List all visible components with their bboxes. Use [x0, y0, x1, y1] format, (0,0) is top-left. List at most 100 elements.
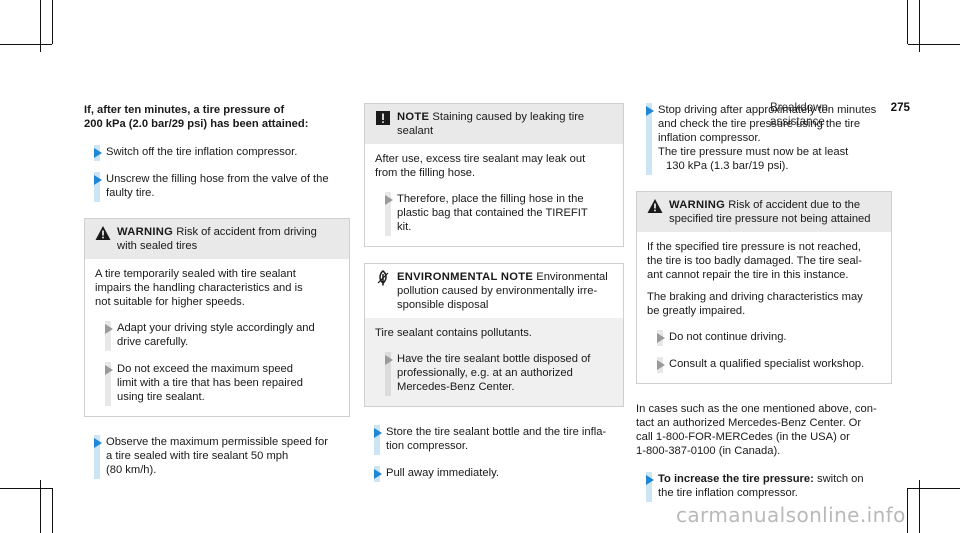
- column-left: If, after ten minutes, a tire pressure o…: [84, 103, 350, 490]
- text-line: After use, excess tire sealant may leak …: [375, 153, 586, 165]
- environment-leaf-icon: [377, 270, 389, 286]
- step-text: Switch off the tire inflation compressor…: [106, 146, 298, 158]
- sub-step: Have the tire sealant bottle disposed of…: [375, 352, 613, 396]
- step-text: using tire sealant.: [117, 391, 205, 403]
- note-text: After use, excess tire sealant may leak …: [375, 152, 613, 180]
- step-text: Consult a qualified specialist workshop.: [669, 358, 865, 370]
- step-arrow-icon: [646, 106, 654, 116]
- crop-mark: [907, 488, 908, 533]
- step-bar: [646, 472, 652, 502]
- crop-mark: [52, 488, 53, 533]
- step-bar: [94, 435, 100, 479]
- environmental-note-title-text: sponsible disposal: [397, 299, 489, 311]
- step-text: kit.: [397, 221, 412, 233]
- instruction-step: Switch off the tire inflation compressor…: [84, 145, 350, 161]
- step-text: Pull away immediately.: [386, 467, 499, 479]
- step-text: professionally, e.g. at an authorized: [397, 367, 573, 379]
- warning-title-text: Risk of accident from driving: [176, 226, 317, 238]
- note-header: NOTE Staining caused by leaking tire sea…: [365, 104, 623, 144]
- step-bold-text: To increase the tire pressure:: [658, 473, 814, 485]
- crop-mark: [919, 480, 920, 533]
- warning-text: The braking and driving characteristics …: [647, 290, 881, 318]
- step-text: Mercedes-Benz Center.: [397, 381, 515, 393]
- environmental-note-header: ENVIRONMENTAL NOTE Environmental polluti…: [365, 264, 623, 318]
- instruction-step: Stop driving after approximately ten min…: [636, 103, 892, 175]
- instruction-step: To increase the tire pressure: switch on…: [636, 472, 892, 502]
- step-text: To increase the tire pressure: switch on: [658, 472, 892, 486]
- text-line: not suitable for higher speeds.: [95, 296, 245, 308]
- note-box: NOTE Staining caused by leaking tire sea…: [364, 103, 624, 247]
- warning-body: If the specified tire pressure is not re…: [637, 232, 891, 383]
- environmental-note-title: ENVIRONMENTAL NOTE Environmental: [375, 270, 613, 284]
- step-text: the tire inflation compressor.: [658, 487, 798, 499]
- watermark: carmanualsonline.info: [676, 503, 906, 527]
- note-exclamation-icon: [376, 111, 390, 125]
- text-line: In cases such as the one mentioned above…: [636, 403, 877, 415]
- text-line: A tire temporarily sealed with tire seal…: [95, 268, 296, 280]
- crop-mark: [908, 488, 960, 489]
- crop-mark: [52, 0, 53, 44]
- step-text: (80 km/h).: [106, 464, 157, 476]
- note-label: NOTE: [397, 111, 430, 123]
- warning-header: WARNING Risk of accident due to the spec…: [637, 192, 891, 232]
- step-text: drive carefully.: [117, 336, 189, 348]
- environmental-note-label: ENVIRONMENTAL NOTE: [397, 271, 534, 283]
- sub-step: Do not continue driving.: [647, 330, 881, 346]
- instruction-step: Store the tire sealant bottle and the ti…: [364, 425, 624, 455]
- step-text: Unscrew the filling hose from the valve …: [106, 173, 329, 185]
- contact-paragraph: In cases such as the one mentioned above…: [636, 402, 892, 458]
- step-arrow-icon: [105, 365, 113, 375]
- warning-title-text: with sealed tires: [117, 240, 198, 252]
- step-arrow-icon: [646, 475, 654, 485]
- step-arrow-icon: [94, 175, 102, 185]
- step-arrow-icon: [657, 333, 665, 343]
- step-text: Do not continue driving.: [669, 331, 787, 343]
- page-number: 275: [890, 101, 910, 114]
- text-line: The braking and driving characteristics …: [647, 291, 863, 303]
- step-text: tion compressor.: [386, 440, 469, 452]
- crop-mark: [40, 480, 41, 533]
- text-line: the tire is too badly damaged. The tire …: [647, 255, 862, 267]
- step-text: and check the tire pressure using the ti…: [658, 118, 861, 130]
- step-bar: [646, 103, 652, 175]
- step-bar: [385, 352, 391, 396]
- environmental-note-title-text: Environmental: [536, 271, 608, 283]
- step-text: The tire pressure must now be at least: [658, 146, 849, 158]
- crop-mark: [0, 44, 52, 45]
- warning-title: WARNING Risk of accident due to the: [647, 198, 881, 212]
- heading-line: If, after ten minutes, a tire pressure o…: [84, 104, 285, 116]
- step-bar: [374, 425, 380, 455]
- step-arrow-icon: [105, 324, 113, 334]
- environmental-note-title-text: pollution caused by environmentally irre…: [397, 285, 598, 297]
- sub-step: Consult a qualified specialist workshop.: [647, 357, 881, 373]
- warning-box: WARNING Risk of accident due to the spec…: [636, 191, 892, 384]
- step-arrow-icon: [657, 360, 665, 370]
- step-text: Store the tire sealant bottle and the ti…: [386, 426, 607, 438]
- step-text: Stop driving after approximately ten min…: [658, 104, 877, 116]
- sub-step: Therefore, place the filling hose in the…: [375, 192, 613, 236]
- step-text: plastic bag that contained the TIREFIT: [397, 207, 588, 219]
- step-text: Do not exceed the maximum speed: [117, 363, 293, 375]
- warning-title: WARNING Risk of accident from driving: [95, 225, 339, 239]
- step-arrow-icon: [94, 148, 102, 158]
- warning-triangle-icon: [647, 199, 663, 213]
- step-text: Observe the maximum permissible speed fo…: [106, 436, 328, 448]
- step-text-part: switch on: [816, 473, 864, 485]
- step-text: Therefore, place the filling hose in the: [397, 193, 584, 205]
- note-title-text: Staining caused by leaking tire: [432, 111, 585, 123]
- warning-title-text: specified tire pressure not being attain…: [669, 213, 871, 225]
- note-title: NOTE Staining caused by leaking tire: [375, 110, 613, 124]
- step-text: limit with a tire that has been repaired: [117, 377, 303, 389]
- column-right: Stop driving after approximately ten min…: [636, 103, 892, 513]
- step-text: Have the tire sealant bottle disposed of: [397, 353, 591, 365]
- column-middle: NOTE Staining caused by leaking tire sea…: [364, 103, 624, 493]
- environmental-note-body: Tire sealant contains pollutants. Have t…: [365, 318, 623, 406]
- crop-mark: [908, 44, 960, 45]
- sub-step: Adapt your driving style accordingly and…: [95, 321, 339, 351]
- step-arrow-icon: [374, 469, 382, 479]
- text-line: If the specified tire pressure is not re…: [647, 241, 861, 253]
- environmental-note-box: ENVIRONMENTAL NOTE Environmental polluti…: [364, 263, 624, 407]
- warning-label: WARNING: [117, 226, 174, 238]
- step-bar: [385, 192, 391, 236]
- text-line: impairs the handling characteristics and…: [95, 282, 303, 294]
